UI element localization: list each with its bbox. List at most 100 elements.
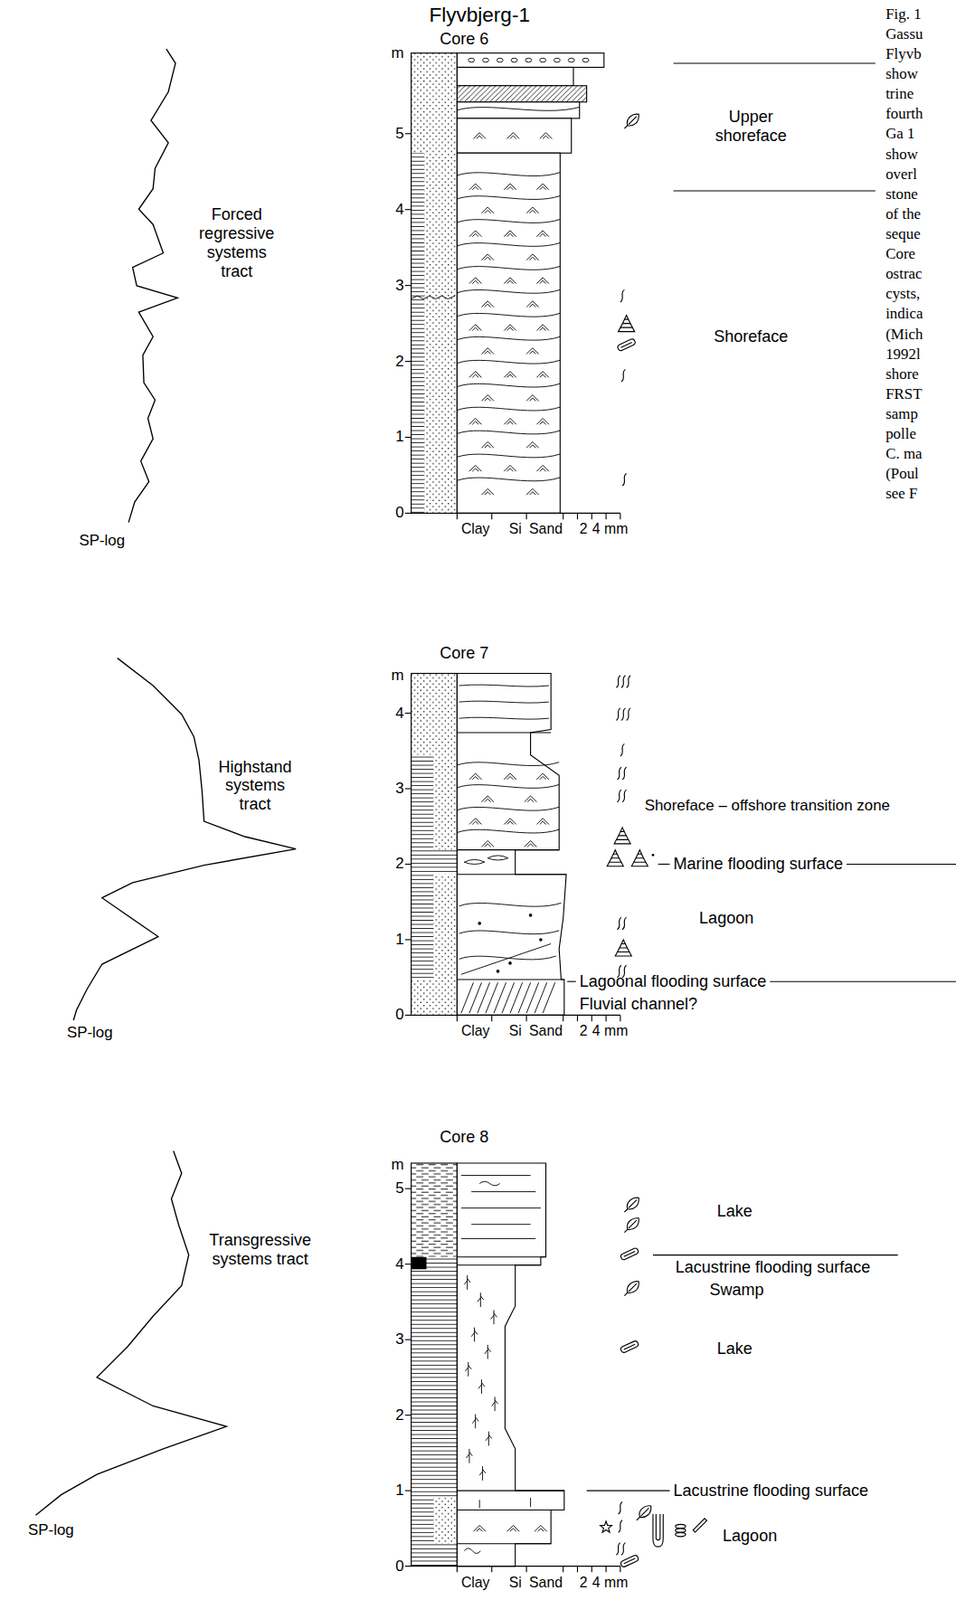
facies-boundary xyxy=(673,189,876,191)
burrow-stroke xyxy=(621,675,626,689)
lamina xyxy=(456,407,560,411)
lithology-fill xyxy=(411,53,458,514)
bed-boundary xyxy=(456,731,551,733)
wave-ripple-mark xyxy=(507,1524,521,1532)
grain-size-class: 2 xyxy=(579,1574,588,1591)
burrow-stroke xyxy=(615,708,621,721)
caption-fragment: polle xyxy=(885,425,917,443)
leaf-stroke xyxy=(624,116,637,130)
log-label: SP-log xyxy=(66,1023,114,1042)
depth-value: 2 xyxy=(395,855,404,873)
erosion-surface xyxy=(461,943,551,975)
grain-size-tick xyxy=(591,1014,593,1022)
wave-ripple-mark xyxy=(507,132,521,140)
wave-ripple-mark xyxy=(526,441,540,448)
systems-tract-label: Forced regressive systems tract xyxy=(198,205,275,281)
wave-ripple-mark xyxy=(469,418,483,426)
disc xyxy=(675,1523,686,1529)
grain-size-tick xyxy=(456,1566,458,1573)
wave-ripple-mark xyxy=(503,773,517,780)
shell-fragment xyxy=(652,853,655,857)
depth-tick xyxy=(405,863,412,865)
caption-fragment: see F xyxy=(885,485,918,503)
burrow-stroke xyxy=(626,708,632,721)
leaf-symbol xyxy=(624,1218,639,1233)
grain-size-bed xyxy=(456,53,604,68)
root-trace xyxy=(485,1431,493,1447)
gastropod-stroke xyxy=(631,850,648,867)
root-trace xyxy=(463,1275,471,1290)
caption-fragment: Ga 1 xyxy=(885,125,915,143)
caption-fragment: Fig. 1 xyxy=(885,5,921,23)
depth-tick xyxy=(405,1490,412,1492)
wave-ripple-mark xyxy=(526,207,540,214)
caption-fragment: (Poul xyxy=(885,465,919,483)
depth-unit: m xyxy=(391,666,405,684)
wave-ripple-mark xyxy=(503,230,517,237)
root-trace xyxy=(479,1497,531,1508)
lamina xyxy=(456,359,560,364)
grain-size-axis xyxy=(456,1565,620,1567)
leaf-symbol xyxy=(624,1281,639,1297)
lamina xyxy=(456,172,560,177)
grain-size-profile xyxy=(456,1163,564,1567)
wave-ripple-mark xyxy=(503,277,517,284)
wave-ripple-mark xyxy=(526,254,540,261)
wave-ripple-mark xyxy=(536,818,549,825)
burrow-symbol xyxy=(618,1520,624,1534)
gastropod-stroke xyxy=(606,850,624,867)
grain-size-class: 4 mm xyxy=(592,1022,628,1040)
facies-label: Lake xyxy=(717,1339,753,1359)
depth-tick xyxy=(405,1014,412,1016)
caption-fragment: stone xyxy=(885,185,919,203)
lamina xyxy=(471,1223,531,1225)
lithology-fill xyxy=(433,755,457,851)
lithology-fill xyxy=(411,1163,458,1567)
pebble xyxy=(508,961,512,966)
flooding-surface-line xyxy=(586,1490,671,1492)
rod-outline xyxy=(692,1518,707,1533)
lamina xyxy=(456,265,560,270)
depth-tick xyxy=(405,208,412,210)
grain-size-tick xyxy=(491,1566,493,1573)
caption-fragment: ostrac xyxy=(885,265,922,283)
burrow-stroke xyxy=(620,289,625,303)
wave-ripple-mark xyxy=(481,841,494,848)
facies-label: Lagoon xyxy=(722,1525,777,1545)
grain-size-class: Clay xyxy=(461,1574,491,1591)
lamina xyxy=(456,196,560,200)
lamina xyxy=(456,336,560,341)
depth-value: 1 xyxy=(395,428,404,446)
leaf-symbol xyxy=(636,1505,652,1521)
grain-size-tick xyxy=(456,1014,458,1022)
bed-boundary xyxy=(456,978,564,980)
lithology-fill xyxy=(411,152,426,513)
lamina xyxy=(456,477,560,482)
burrow-trace xyxy=(479,1181,501,1186)
facies-boundary xyxy=(673,62,876,64)
grain-size-tick xyxy=(562,1566,564,1573)
wave-ripple-mark xyxy=(536,418,549,426)
lithology-fill xyxy=(411,850,458,875)
root-trace xyxy=(491,1309,498,1325)
gastropod-stroke xyxy=(608,853,622,862)
wave-ripple-mark xyxy=(536,324,549,332)
grain-size-class: Clay xyxy=(461,1022,491,1040)
depth-tick xyxy=(405,1414,412,1416)
lithology-fill xyxy=(411,1257,427,1270)
flooding-surface-lines xyxy=(567,863,956,1491)
grain-size-class: Clay xyxy=(461,520,491,538)
grain-size-tick xyxy=(605,512,607,520)
leaf-stroke xyxy=(636,1507,650,1521)
burrow-symbol xyxy=(622,473,627,486)
lamina xyxy=(459,717,549,720)
grain-size-class: 2 xyxy=(579,520,588,538)
wave-ripple-mark xyxy=(503,324,517,332)
wave-ripple-mark xyxy=(536,277,549,284)
grain-size-axis xyxy=(456,1014,620,1016)
depth-tick xyxy=(405,1565,412,1567)
log-label: SP-log xyxy=(28,1521,75,1539)
wave-ripple-mark xyxy=(524,795,538,803)
rod-symbol xyxy=(692,1518,707,1533)
